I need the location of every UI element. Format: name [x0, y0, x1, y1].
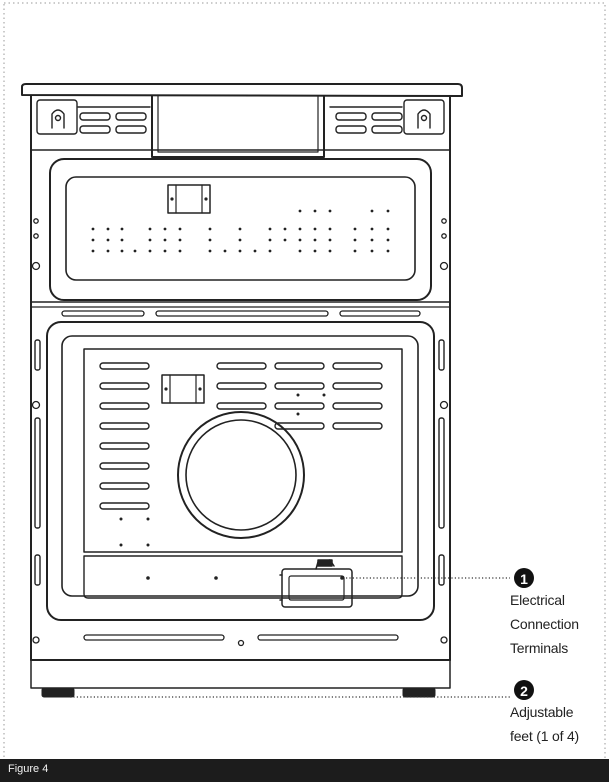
terminal-block — [279, 559, 353, 608]
convection-fan-cover — [177, 411, 305, 539]
callout-marker-1 — [514, 568, 534, 588]
upper-rear-panel — [49, 158, 432, 301]
lower-rear-panel — [46, 321, 435, 621]
dotted-border — [3, 2, 606, 779]
callout-1-line-1: Electrical — [510, 592, 565, 608]
callout-1-line-3: Terminals — [510, 640, 569, 656]
top-edge — [21, 83, 463, 97]
left-mounting-bracket — [36, 99, 151, 135]
right-mounting-bracket — [329, 99, 445, 135]
figure-caption: Figure 4 — [8, 763, 49, 775]
callout-2-line-1: Adjustable — [510, 704, 574, 720]
base-strip — [30, 659, 451, 689]
callout-1-line-2: Connection — [510, 616, 579, 632]
callout-label-1: Electrical Connection Terminals — [510, 590, 579, 659]
figure-caption-bar: Figure 4 — [0, 759, 609, 782]
callout-marker-2 — [514, 680, 534, 700]
callout-2-line-2: feet (1 of 4) — [510, 728, 579, 744]
adjustable-feet — [41, 687, 436, 698]
callout-number-2: 2 — [520, 683, 528, 699]
callout-label-2: Adjustable feet (1 of 4) — [510, 702, 579, 747]
callout-number-1: 1 — [520, 571, 528, 587]
oven-body-outline — [30, 95, 451, 661]
